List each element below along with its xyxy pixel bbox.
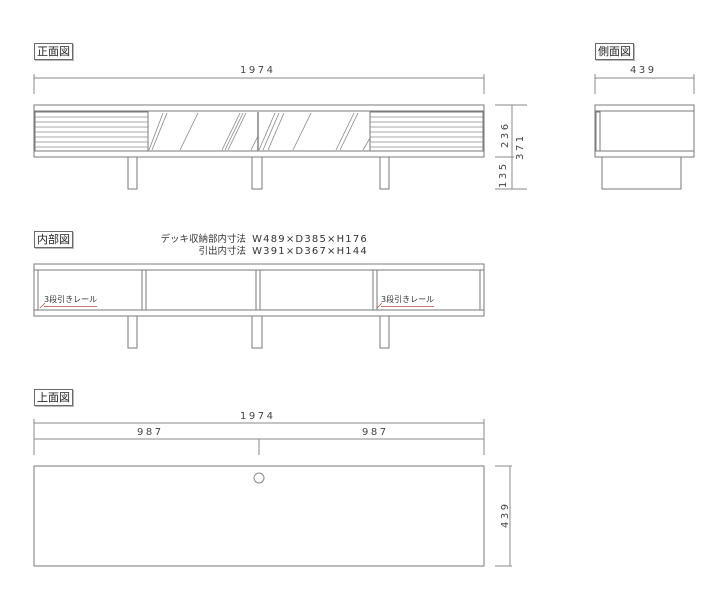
top-view-drawing xyxy=(33,419,512,567)
front-width-dimension: 1974 xyxy=(240,65,276,76)
interior-view-title: 内部図 xyxy=(34,231,73,248)
drawer-inner-spec-value: W391×D367×H144 xyxy=(252,246,368,257)
front-total-height-dimension: 371 xyxy=(515,133,526,160)
front-leg-height-dimension: 135 xyxy=(498,161,509,188)
deck-storage-spec-label: デッキ収納部内寸法 xyxy=(160,234,247,245)
deck-storage-spec: デッキ収納部内寸法 W489×D385×H176 xyxy=(150,231,368,245)
top-view-title: 上面図 xyxy=(34,389,73,406)
front-body-height-dimension: 236 xyxy=(500,121,511,148)
rail-label-left: 3段引きレール xyxy=(44,294,98,307)
front-view-drawing xyxy=(33,74,527,190)
side-depth-dimension: 439 xyxy=(630,65,657,76)
drawer-inner-spec-label: 引出内寸法 xyxy=(198,246,247,257)
interior-view-drawing xyxy=(33,263,485,349)
drawer-inner-spec: 引出内寸法 W391×D367×H144 xyxy=(150,243,368,257)
top-right-half-dimension: 987 xyxy=(362,427,389,438)
front-view-title: 正面図 xyxy=(34,43,73,60)
top-left-half-dimension: 987 xyxy=(137,427,164,438)
top-width-dimension: 1974 xyxy=(240,411,276,422)
top-depth-dimension: 439 xyxy=(500,501,511,528)
side-view-title: 側面図 xyxy=(595,43,634,60)
side-view-drawing xyxy=(594,74,695,190)
rail-label-right: 3段引きレール xyxy=(381,294,435,307)
deck-storage-spec-value: W489×D385×H176 xyxy=(252,234,368,245)
